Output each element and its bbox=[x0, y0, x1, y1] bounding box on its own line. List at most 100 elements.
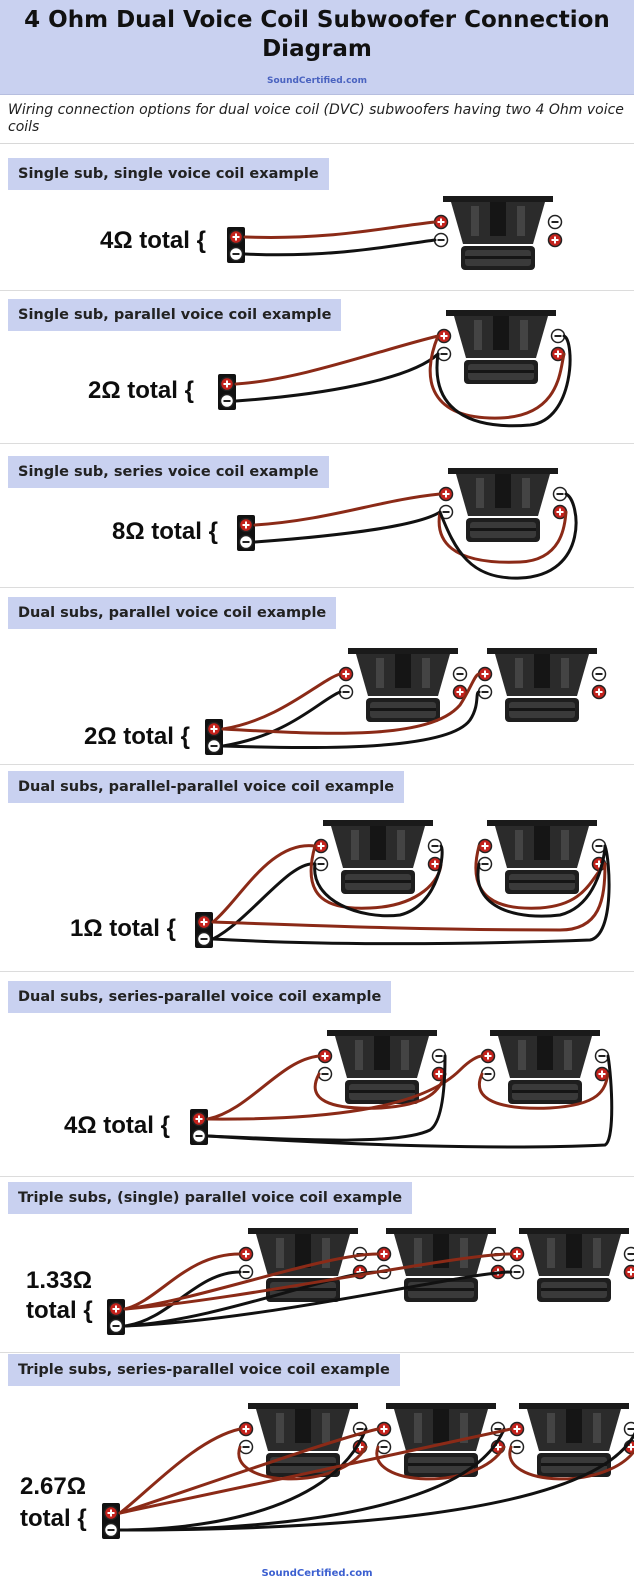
section-single-sub-single-coil: Single sub, single voice coil example 4Ω… bbox=[0, 144, 634, 291]
site-credit-top: SoundCertified.com bbox=[267, 76, 367, 86]
positive-wire bbox=[253, 492, 442, 527]
terminal-minus-icon bbox=[433, 232, 449, 248]
section-triple-subs-parallel: Triple subs, (single) parallel voice coi… bbox=[0, 1176, 634, 1353]
section-label: Dual subs, parallel-parallel voice coil … bbox=[8, 771, 405, 803]
terminal-plus-icon bbox=[313, 838, 329, 854]
terminal-minus-icon bbox=[452, 666, 468, 682]
terminal-plus-icon bbox=[509, 1246, 525, 1262]
terminal-minus-icon bbox=[623, 1421, 634, 1437]
positive-wire bbox=[221, 672, 481, 735]
total-impedance-suffix: total { bbox=[20, 1505, 87, 1532]
subwoofer-icon bbox=[446, 310, 556, 384]
site-credit-bottom: SoundCertified.com bbox=[0, 1568, 634, 1579]
positive-wire bbox=[309, 844, 443, 910]
positive-wire bbox=[428, 334, 566, 420]
positive-wire bbox=[206, 1054, 484, 1121]
terminal-minus-icon bbox=[477, 684, 493, 700]
negative-wire bbox=[243, 238, 437, 257]
total-impedance: 2Ω total { bbox=[88, 377, 194, 404]
positive-wire bbox=[118, 1427, 380, 1515]
positive-wire bbox=[118, 1427, 513, 1515]
subwoofer-icon bbox=[386, 1403, 496, 1477]
positive-wire bbox=[221, 672, 342, 731]
terminal-plus-icon bbox=[509, 1421, 525, 1437]
total-impedance-suffix: total { bbox=[26, 1297, 93, 1324]
terminal-plus-icon bbox=[238, 517, 254, 533]
terminal-minus-icon bbox=[191, 1128, 207, 1144]
subwoofer-icon bbox=[323, 820, 433, 894]
subwoofer-icon bbox=[519, 1403, 629, 1477]
positive-wire bbox=[123, 1252, 380, 1311]
negative-wire bbox=[206, 1054, 614, 1149]
negative-wire bbox=[211, 844, 611, 946]
section-triple-subs-series-parallel: Triple subs, series-parallel voice coil … bbox=[0, 1352, 634, 1581]
terminal-minus-icon bbox=[103, 1522, 119, 1538]
terminal-minus-icon bbox=[228, 246, 244, 262]
section-label: Single sub, series voice coil example bbox=[8, 456, 329, 488]
positive-wire bbox=[313, 1072, 447, 1110]
terminal-plus-icon bbox=[591, 684, 607, 700]
negative-wire bbox=[234, 352, 440, 403]
subwoofer-icon bbox=[448, 468, 558, 542]
total-impedance: 8Ω total { bbox=[112, 518, 218, 545]
terminal-plus-icon bbox=[436, 328, 452, 344]
subwoofer-icon bbox=[490, 1030, 600, 1104]
page-title: 4 Ohm Dual Voice Coil Subwoofer Connecti… bbox=[24, 7, 610, 62]
positive-wire bbox=[243, 220, 437, 239]
subwoofer-icon bbox=[327, 1030, 437, 1104]
section-label: Dual subs, parallel voice coil example bbox=[8, 597, 337, 629]
subwoofer-icon bbox=[519, 1228, 629, 1302]
terminal-minus-icon bbox=[219, 393, 235, 409]
section-label: Single sub, single voice coil example bbox=[8, 158, 329, 190]
terminal-minus-icon bbox=[591, 666, 607, 682]
terminal-minus-icon bbox=[108, 1318, 124, 1334]
terminal-plus-icon bbox=[108, 1301, 124, 1317]
section-dual-subs-series-parallel: Dual subs, series-parallel voice coil ex… bbox=[0, 971, 634, 1177]
site-credit-part-2: Certified.com bbox=[296, 1568, 373, 1579]
positive-wire bbox=[211, 844, 317, 924]
positive-wire bbox=[508, 1445, 634, 1481]
positive-wire bbox=[118, 1427, 242, 1515]
page-subtitle: Wiring connection options for dual voice… bbox=[8, 102, 624, 135]
positive-wire bbox=[206, 1054, 321, 1121]
positive-wire bbox=[477, 1072, 610, 1110]
subwoofer-icon bbox=[348, 648, 458, 722]
terminal-minus-icon bbox=[552, 486, 568, 502]
terminal-minus-icon bbox=[338, 684, 354, 700]
negative-wire bbox=[118, 1431, 634, 1532]
terminal-plus-icon bbox=[228, 229, 244, 245]
terminal-plus-icon bbox=[547, 232, 563, 248]
negative-wire bbox=[435, 334, 572, 428]
subwoofer-icon bbox=[443, 196, 553, 270]
total-impedance-value: 2.67Ω bbox=[20, 1473, 86, 1500]
divider bbox=[0, 143, 634, 144]
section-label: Single sub, parallel voice coil example bbox=[8, 299, 342, 331]
terminal-minus-icon bbox=[509, 1439, 525, 1455]
negative-wire bbox=[438, 492, 578, 580]
terminal-plus-icon bbox=[552, 504, 568, 520]
negative-wire bbox=[313, 844, 444, 918]
section-label: Triple subs, (single) parallel voice coi… bbox=[8, 1182, 413, 1214]
terminal-minus-icon bbox=[196, 931, 212, 947]
terminal-minus-icon bbox=[206, 738, 222, 754]
subwoofer-icon bbox=[386, 1228, 496, 1302]
terminal-minus-icon bbox=[547, 214, 563, 230]
section-dual-subs-parallel-parallel: Dual subs, parallel-parallel voice coil … bbox=[0, 764, 634, 972]
section-single-sub-parallel: Single sub, parallel voice coil example … bbox=[0, 290, 634, 444]
negative-wire bbox=[221, 690, 481, 750]
negative-wire bbox=[211, 862, 317, 941]
positive-wire bbox=[123, 1252, 513, 1311]
subwoofer-icon bbox=[487, 648, 597, 722]
negative-wire bbox=[253, 510, 442, 544]
terminal-plus-icon bbox=[623, 1264, 634, 1280]
negative-wire bbox=[123, 1270, 513, 1328]
header: 4 Ohm Dual Voice Coil Subwoofer Connecti… bbox=[0, 0, 634, 95]
section-label: Dual subs, series-parallel voice coil ex… bbox=[8, 981, 392, 1013]
section-single-sub-series: Single sub, series voice coil example 8Ω… bbox=[0, 443, 634, 588]
total-impedance: 1Ω total { bbox=[70, 915, 176, 942]
total-impedance: 2Ω total { bbox=[84, 723, 190, 750]
positive-wire bbox=[437, 510, 568, 564]
terminal-plus-icon bbox=[196, 914, 212, 930]
terminal-plus-icon bbox=[219, 376, 235, 392]
